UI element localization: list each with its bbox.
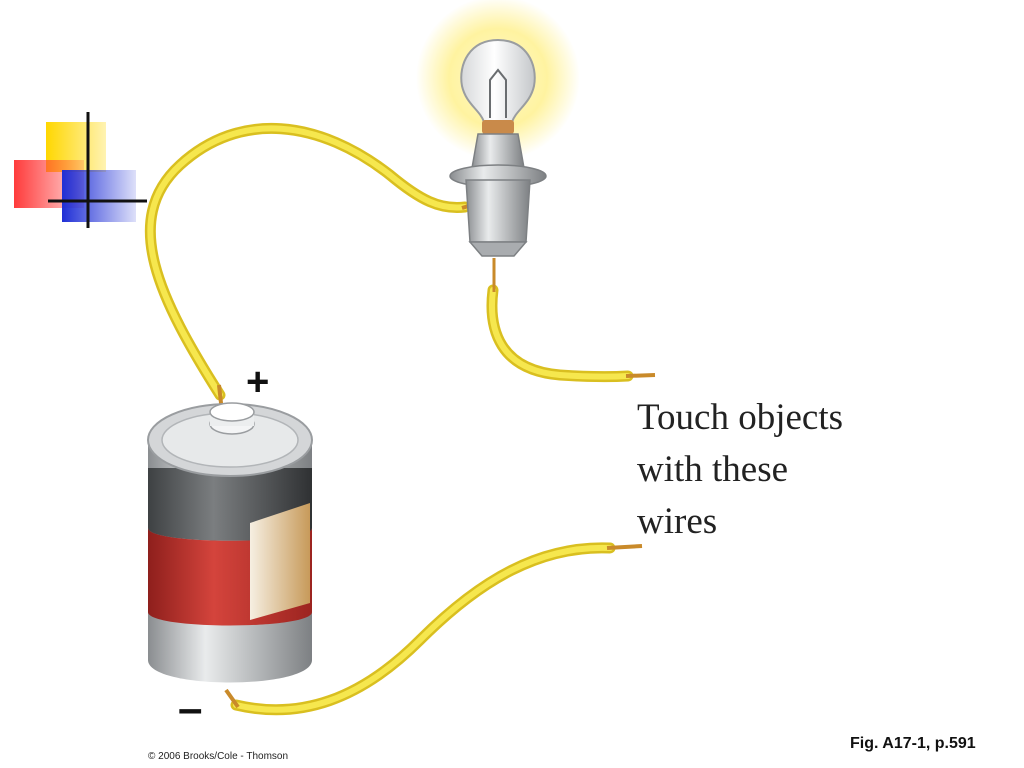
wire-positive xyxy=(144,122,489,413)
copyright-text: © 2006 Brooks/Cole - Thomson xyxy=(148,751,289,762)
bulb-socket xyxy=(465,179,531,243)
bulb-base xyxy=(471,133,525,169)
negative-label: – xyxy=(178,684,203,733)
battery xyxy=(147,402,313,683)
logo-blue-square xyxy=(62,170,136,222)
diagram-caption: Touch objects with these wires xyxy=(637,397,843,542)
positive-label: + xyxy=(246,360,270,404)
bulb-neck xyxy=(482,120,514,134)
wire-negative xyxy=(224,542,643,716)
wire-tip-upper xyxy=(625,373,656,378)
figure-reference: Fig. A17-1, p.591 xyxy=(850,735,976,752)
bulb-filament xyxy=(489,68,507,118)
battery-label xyxy=(250,503,310,620)
light-bulb xyxy=(449,38,547,257)
wire-bulb-lead xyxy=(486,258,656,383)
corner-logo xyxy=(14,112,147,228)
wire-tip-lower xyxy=(606,544,643,550)
